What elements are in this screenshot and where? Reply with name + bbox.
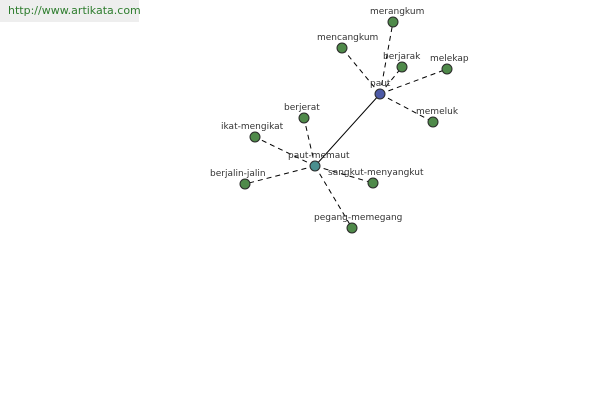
edge-paut-memaut-ikat-mengikat	[254, 136, 316, 167]
node-label-pegang-memegang[interactable]: pegang-memegang	[314, 213, 402, 223]
leaf-node-berjarak[interactable]	[396, 61, 408, 73]
edge-paut-melekap	[379, 68, 448, 95]
leaf-node-ikat-mengikat[interactable]	[249, 131, 261, 143]
edge-paut-mencangkum	[341, 47, 381, 95]
leaf-node-melekap[interactable]	[441, 63, 453, 75]
node-label-paut[interactable]: paut	[370, 79, 391, 89]
node-label-berjalin-jalin[interactable]: berjalin-jalin	[210, 169, 266, 179]
edge-paut-memeluk	[379, 93, 434, 123]
leaf-node-berjalin-jalin[interactable]	[239, 178, 251, 190]
edge-paut-memaut-pegang-memegang	[314, 165, 353, 229]
leaf-node-mencangkum[interactable]	[336, 42, 348, 54]
edge-main-to-hub	[314, 93, 381, 167]
edge-paut-berjarak	[379, 66, 403, 95]
site-url-link[interactable]: http://www.artikata.com	[0, 0, 141, 22]
node-label-mencangkum[interactable]: mencangkum	[317, 33, 378, 43]
node-label-memeluk[interactable]: memeluk	[416, 107, 459, 117]
node-label-paut-memaut[interactable]: paut-memaut	[288, 151, 350, 161]
leaf-node-merangkum[interactable]	[387, 16, 399, 28]
graph-nodes: merangkum mencangkum berjarak melekap memelu…	[210, 7, 469, 234]
node-label-melekap[interactable]: melekap	[430, 54, 469, 64]
node-label-merangkum[interactable]: merangkum	[370, 7, 424, 17]
leaf-node-berjerat[interactable]	[298, 112, 310, 124]
graph-edges	[244, 21, 448, 229]
main-node-paut[interactable]	[374, 88, 386, 100]
node-label-berjarak[interactable]: berjarak	[383, 52, 421, 62]
node-label-ikat-mengikat[interactable]: ikat-mengikat	[221, 122, 284, 132]
edge-paut-memaut-berjalin-jalin	[244, 165, 316, 185]
hub-node-paut-memaut[interactable]	[309, 160, 321, 172]
leaf-node-sangkut-menyangkut[interactable]	[367, 177, 379, 189]
edge-paut-memaut-sangkut-menyangkut	[314, 165, 374, 184]
node-label-sangkut-menyangkut[interactable]: sangkut-menyangkut	[328, 168, 424, 178]
leaf-node-pegang-memegang[interactable]	[346, 222, 358, 234]
node-label-berjerat[interactable]: berjerat	[284, 103, 320, 113]
edge-paut-merangkum	[379, 21, 394, 95]
leaf-node-memeluk[interactable]	[427, 116, 439, 128]
